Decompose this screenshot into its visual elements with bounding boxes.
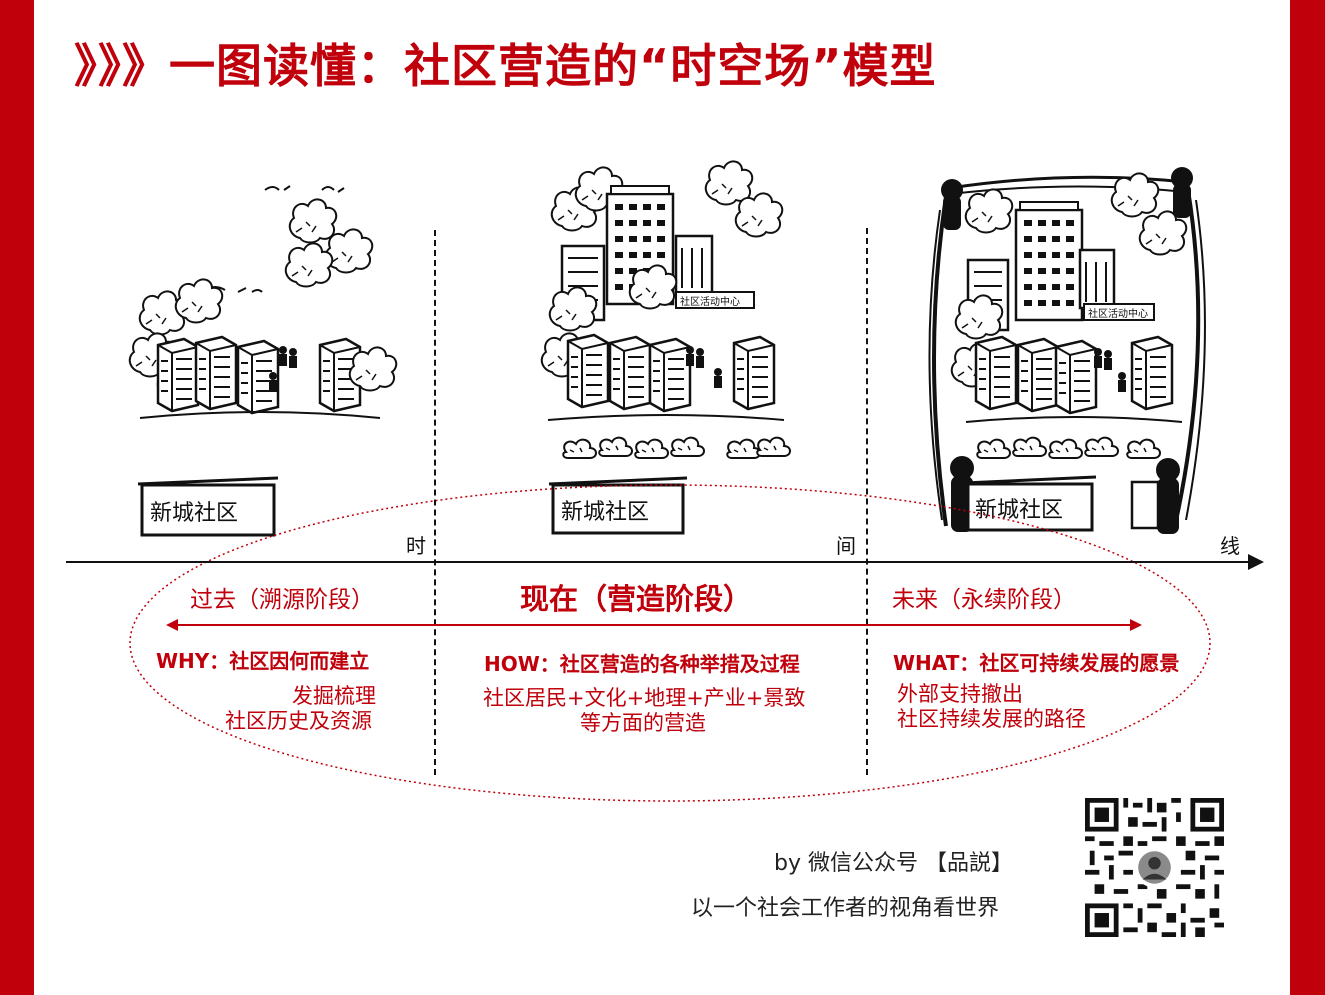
future-sign: 新城社区	[963, 475, 1160, 532]
span-arrow-right	[1130, 619, 1142, 631]
axis-char-xian: 线	[1220, 534, 1240, 558]
desc-future-line2: 社区持续发展的路径	[897, 707, 1086, 731]
question-how: HOW：社区营造的各种举措及过程	[484, 652, 800, 676]
axis-char-shi: 时	[406, 534, 426, 558]
left-red-bar	[0, 0, 34, 995]
separator-past-present	[434, 230, 436, 775]
phase-past: 过去（溯源阶段）	[190, 587, 374, 613]
future-activity-center-label: 社区活动中心	[1088, 307, 1148, 320]
past-scene: 新城社区	[128, 185, 398, 537]
future-scene: 社区活动中心 新城社区	[928, 167, 1206, 534]
span-arrow-left	[166, 619, 178, 631]
present-activity-center-label: 社区活动中心	[680, 295, 740, 308]
desc-present-line2: 等方面的营造	[580, 711, 706, 735]
future-sign-label: 新城社区	[975, 498, 1063, 523]
desc-past-line1: 发掘梳理	[292, 684, 376, 708]
desc-past-line2: 社区历史及资源	[225, 709, 372, 733]
credit-line2: 以一个社会工作者的视角看世界	[691, 896, 1000, 921]
present-sign-label: 新城社区	[561, 500, 649, 525]
qr-code-icon[interactable]	[1085, 798, 1224, 937]
timeline-axis	[66, 561, 1252, 563]
desc-present-line1: 社区居民+文化+地理+产业+景致	[483, 686, 806, 710]
page-title: 》》》一图读懂：社区营造的“时空场”模型	[74, 39, 937, 93]
present-scene: 社区活动中心 新城社区	[540, 160, 791, 535]
credit-line1: by 微信公众号 【品説】	[774, 851, 1013, 876]
phase-future: 未来（永续阶段）	[892, 587, 1076, 613]
present-sign: 新城社区	[548, 476, 688, 535]
right-red-bar	[1290, 0, 1325, 995]
scope-ellipse	[129, 484, 1211, 802]
desc-future-line1: 外部支持撤出	[897, 682, 1023, 706]
axis-char-jian: 间	[836, 534, 856, 558]
question-what: WHAT：社区可持续发展的愿景	[893, 651, 1180, 675]
question-why: WHY：社区因何而建立	[156, 649, 370, 673]
separator-present-future	[866, 228, 868, 775]
timeline-arrowhead	[1248, 554, 1264, 570]
past-sign-label: 新城社区	[150, 501, 238, 526]
past-sign: 新城社区	[137, 476, 279, 537]
span-arrow-line	[172, 624, 1138, 626]
phase-present: 现在（营造阶段）	[520, 582, 753, 616]
